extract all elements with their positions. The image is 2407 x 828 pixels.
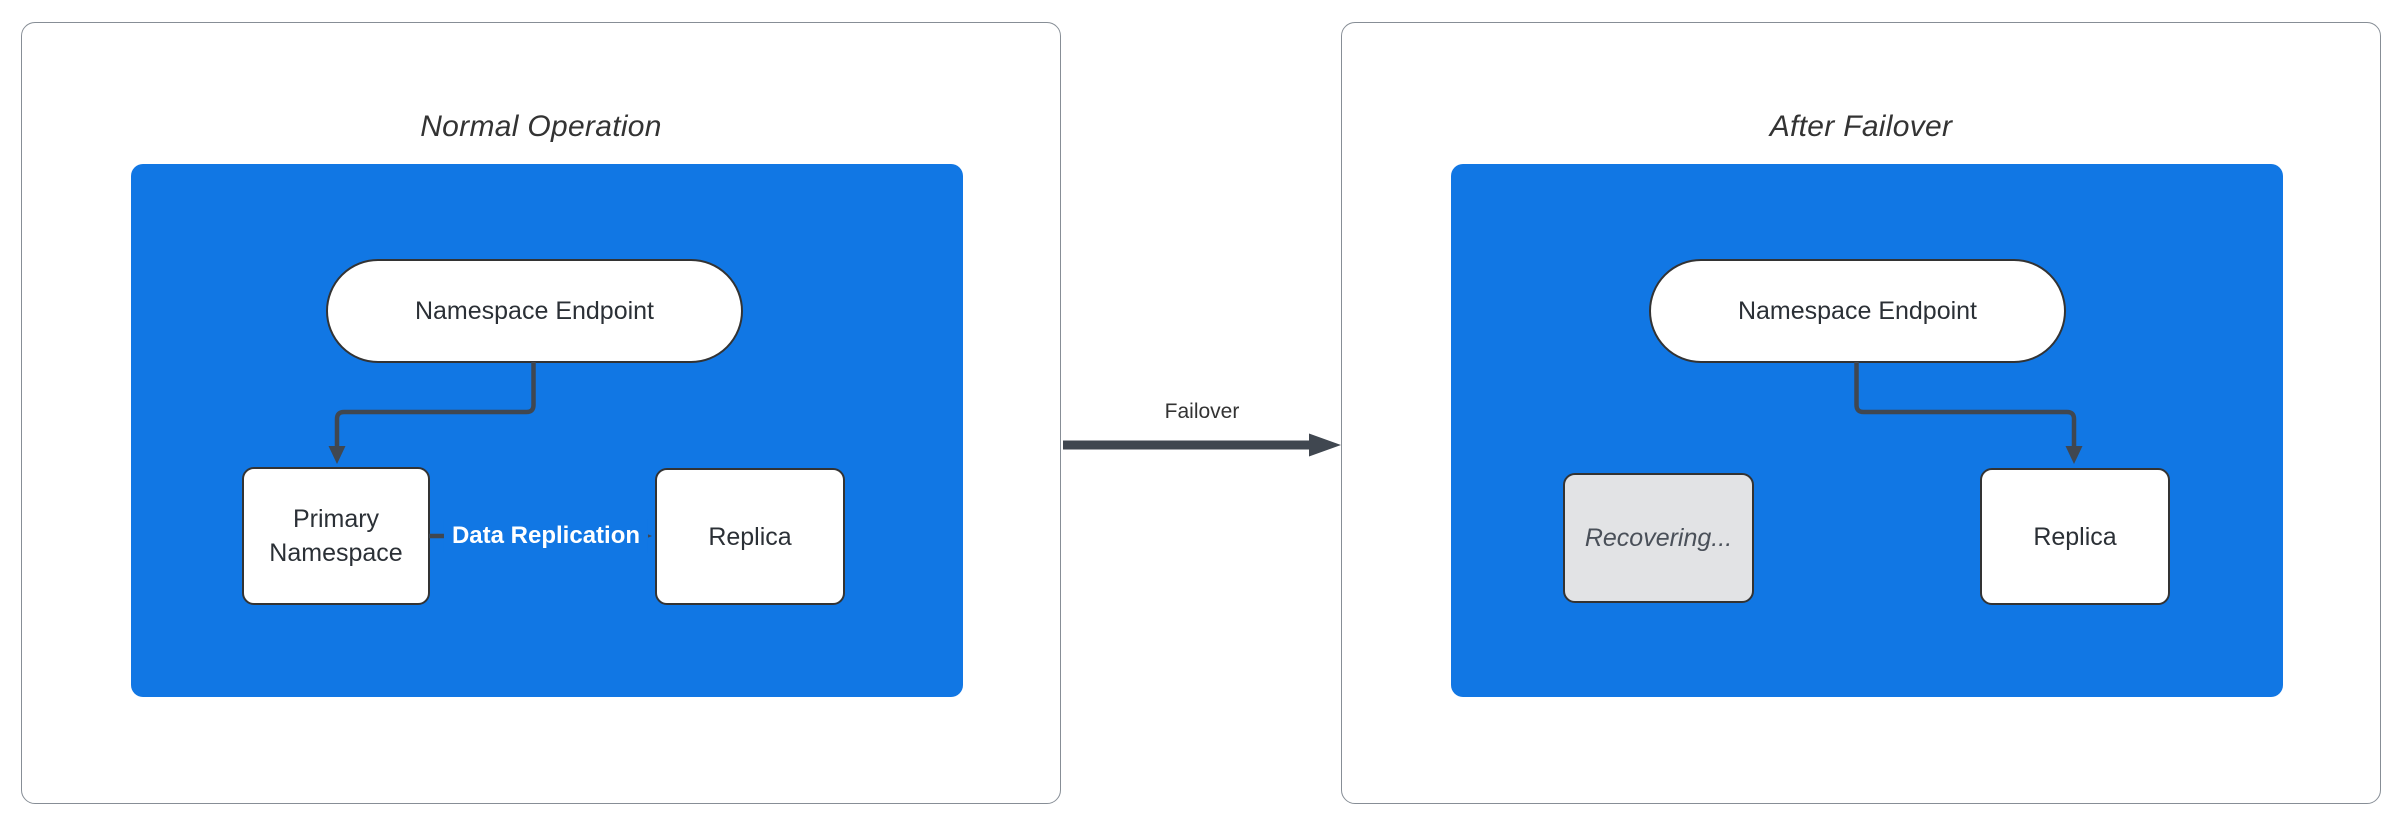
node-primary-namespace: Primary Namespace (242, 467, 430, 605)
cluster-after-failover (1451, 164, 2283, 697)
cluster-normal-operation (131, 164, 963, 697)
node-replica-right: Replica (1980, 468, 2170, 605)
panel-after-failover: After Failover Namespace Endpoint Recove… (1341, 22, 2381, 804)
node-label: Primary Namespace (269, 505, 403, 567)
node-label: Recovering... (1584, 524, 1733, 552)
node-label: Replica (2033, 522, 2117, 551)
panel-title-after-failover: After Failover (1769, 110, 1953, 143)
node-recovering: Recovering... (1563, 473, 1754, 603)
node-label: Replica (708, 522, 792, 551)
node-namespace-endpoint-left: Namespace Endpoint (326, 259, 743, 363)
failover-label: Failover (1156, 398, 1248, 426)
data-replication-label: Data Replication (443, 519, 649, 553)
panel-title-normal-operation: Normal Operation (420, 110, 662, 143)
panel-normal-operation: Normal Operation Namespace Endpoint Prim… (21, 22, 1061, 804)
node-label: Namespace Endpoint (414, 297, 655, 325)
node-label: Namespace Endpoint (1737, 297, 1978, 325)
node-replica-left: Replica (655, 468, 845, 605)
node-namespace-endpoint-right: Namespace Endpoint (1649, 259, 2066, 363)
arrowhead-failover (1309, 433, 1341, 457)
